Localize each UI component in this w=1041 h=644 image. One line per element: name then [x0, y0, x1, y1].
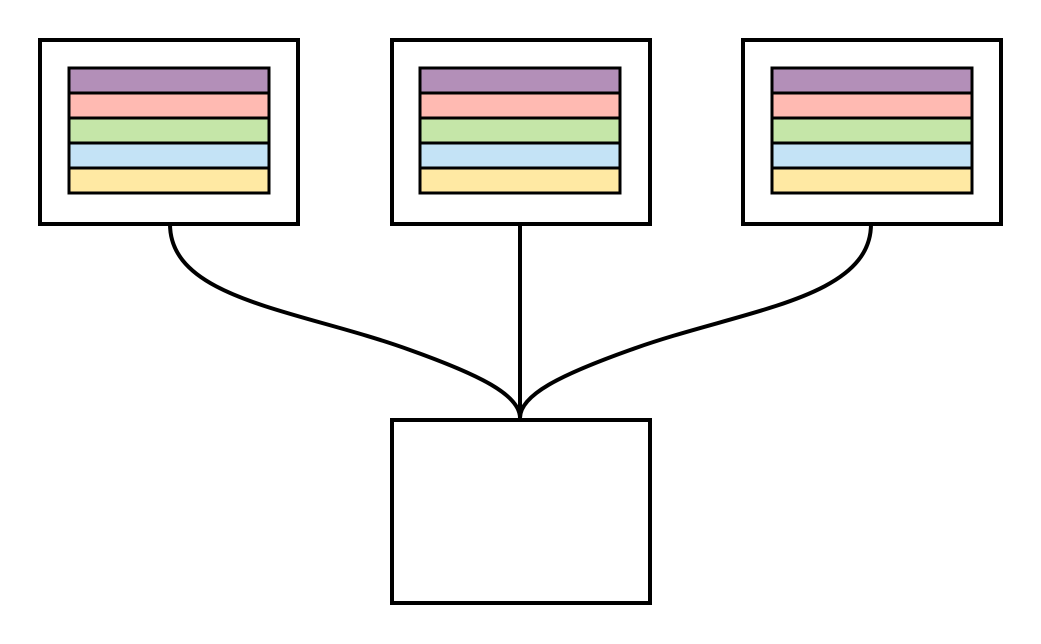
connector-left: [168, 223, 522, 419]
band-1: [770, 66, 974, 95]
band-5: [67, 166, 271, 195]
band-3: [418, 116, 622, 145]
band-stack: [770, 66, 974, 195]
band-stack: [418, 66, 622, 195]
band-3: [67, 116, 271, 145]
connector-right: [518, 223, 873, 419]
band-4: [770, 141, 974, 170]
band-4: [418, 141, 622, 170]
band-4: [67, 141, 271, 170]
band-2: [67, 91, 271, 120]
band-3: [770, 116, 974, 145]
source-node-left: [38, 38, 300, 226]
band-stack: [67, 66, 271, 195]
band-1: [67, 66, 271, 95]
band-2: [770, 91, 974, 120]
band-5: [770, 166, 974, 195]
target-node: [390, 418, 652, 605]
band-5: [418, 166, 622, 195]
source-node-right: [741, 38, 1003, 226]
band-1: [418, 66, 622, 95]
band-2: [418, 91, 622, 120]
source-node-center: [390, 38, 652, 226]
